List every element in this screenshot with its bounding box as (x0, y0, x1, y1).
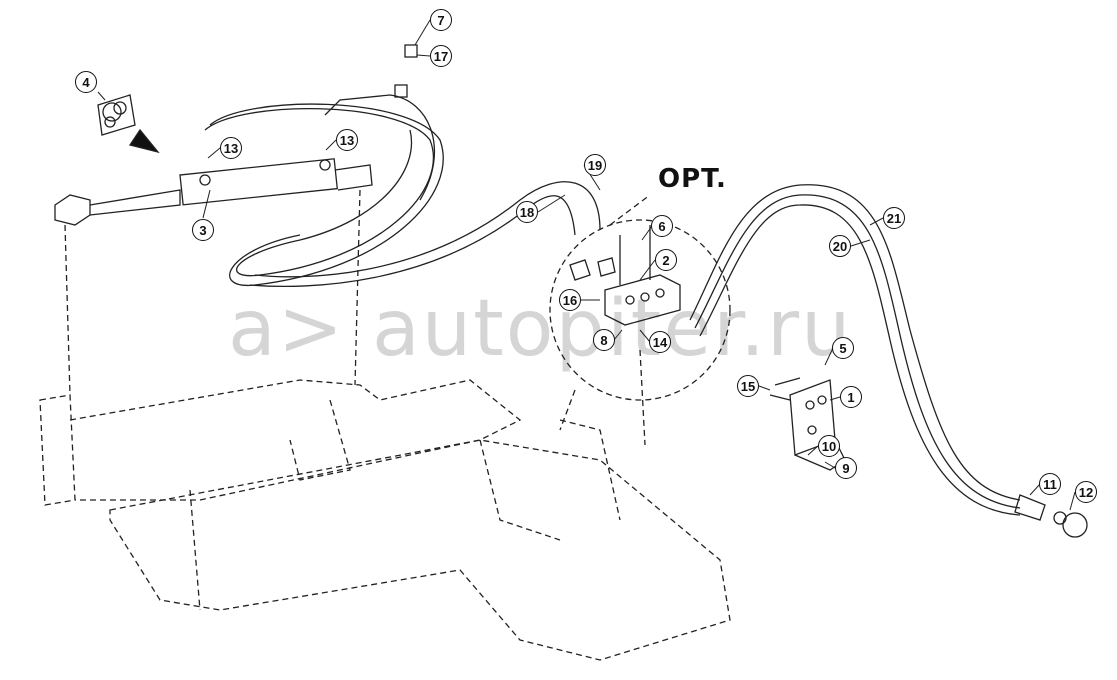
callout-9[interactable]: 9 (835, 457, 857, 479)
seal-kit (97, 94, 160, 154)
fittings (394, 44, 418, 98)
callout-13-right[interactable]: 13 (336, 129, 358, 151)
callout-10[interactable]: 10 (818, 435, 840, 457)
callout-15[interactable]: 15 (737, 375, 759, 397)
callout-14[interactable]: 14 (649, 331, 671, 353)
hydraulic-cylinder (54, 158, 373, 226)
callout-5[interactable]: 5 (832, 337, 854, 359)
valve-block (569, 225, 681, 326)
cylinder-hoses (204, 94, 601, 288)
callout-21[interactable]: 21 (883, 207, 905, 229)
option-label: OPT. (658, 164, 727, 194)
long-hoses (689, 184, 1021, 516)
callout-4[interactable]: 4 (75, 71, 97, 93)
callout-16[interactable]: 16 (559, 289, 581, 311)
quick-couplers (1014, 494, 1088, 538)
callout-18[interactable]: 18 (516, 201, 538, 223)
callout-19[interactable]: 19 (584, 154, 606, 176)
callout-7[interactable]: 7 (430, 9, 452, 31)
callout-1[interactable]: 1 (840, 386, 862, 408)
callout-3[interactable]: 3 (192, 219, 214, 241)
callout-17[interactable]: 17 (430, 45, 452, 67)
callout-6[interactable]: 6 (651, 215, 673, 237)
callout-8[interactable]: 8 (593, 329, 615, 351)
callout-13-left[interactable]: 13 (220, 137, 242, 159)
watermark: a> autopiter.ru (228, 284, 853, 374)
callout-11[interactable]: 11 (1039, 473, 1061, 495)
callout-2[interactable]: 2 (655, 249, 677, 271)
frame-outline (39, 189, 731, 661)
callout-12[interactable]: 12 (1075, 481, 1097, 503)
mounting-bracket (769, 377, 846, 471)
callout-20[interactable]: 20 (829, 235, 851, 257)
